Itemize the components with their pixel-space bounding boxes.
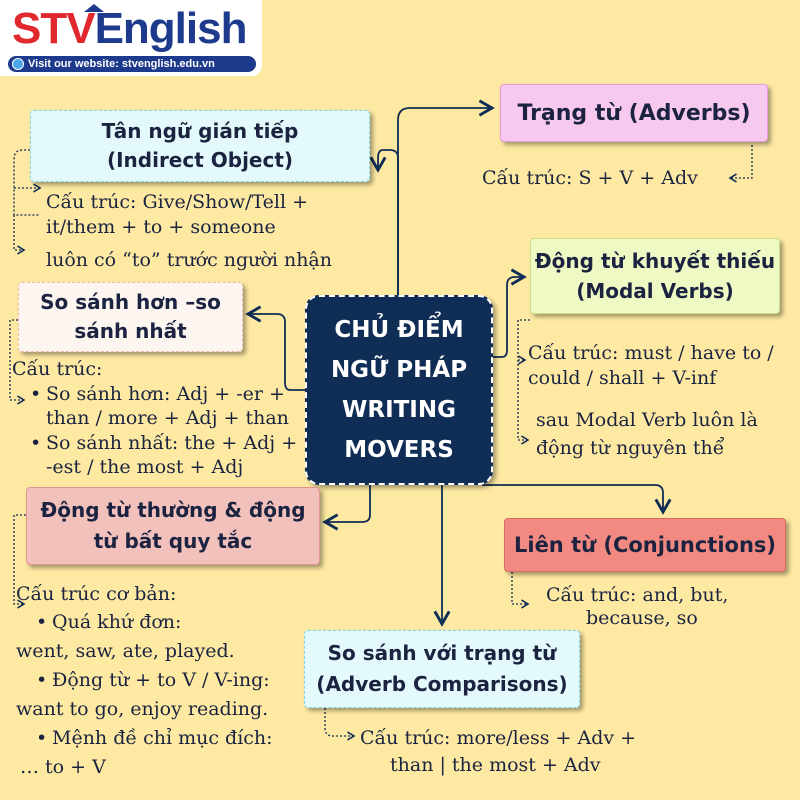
verbs-title-2: từ bất quy tắc xyxy=(93,529,253,553)
logo-website-banner: Visit our website: stvenglish.edu.vn xyxy=(8,56,256,72)
verbs-item-3a: Mệnh đề chỉ mục đích: xyxy=(36,726,273,751)
dots-verbs xyxy=(13,514,26,609)
node-indirect-object: Tân ngữ gián tiếp (Indirect Object) xyxy=(30,110,370,182)
dots-modal xyxy=(517,319,530,365)
edge-modal xyxy=(493,268,527,358)
logo-english: English xyxy=(94,4,248,53)
logo-brand: STVEnglish xyxy=(12,4,248,54)
comparison-item-2a: So sánh nhất: the + Adj + xyxy=(30,431,297,456)
node-comparison: So sánh hơn –so sánh nhất xyxy=(18,282,243,352)
graduation-cap-icon xyxy=(84,4,104,12)
indirect-object-title-1: Tân ngữ gián tiếp xyxy=(101,119,299,143)
comparison-title-1: So sánh hơn –so xyxy=(40,290,221,314)
modal-title-2: (Modal Verbs) xyxy=(576,279,734,303)
dots-comparison xyxy=(9,319,26,405)
verbs-item-2b: want to go, enjoy reading. xyxy=(16,698,269,720)
dots-conjunctions xyxy=(511,572,530,609)
central-line-3: WRITING xyxy=(341,397,456,423)
central-topic: CHỦ ĐIỂM NGỮ PHÁP WRITING MOVERS xyxy=(305,295,493,485)
central-line-2: NGỮ PHÁP xyxy=(330,357,468,383)
adverb-comparisons-title-1: So sánh với trạng từ xyxy=(327,641,557,665)
central-line-1: CHỦ ĐIỂM xyxy=(334,317,464,343)
adverb-comparisons-detail-1: Cấu trúc: more/less + Adv + xyxy=(360,727,637,749)
comparison-item-2b: -est / the most + Adj xyxy=(46,456,244,478)
verbs-item-1a: Quá khứ đơn: xyxy=(36,610,182,635)
dots-indirect xyxy=(13,149,40,216)
verbs-title-1: Động từ thường & động xyxy=(40,498,306,522)
dots-modal-2 xyxy=(517,360,530,445)
verbs-item-2a: Động từ + to V / V-ing: xyxy=(36,668,270,693)
modal-detail-3: sau Modal Verb luôn là xyxy=(536,409,758,431)
verbs-item-3b: … to + V xyxy=(20,756,106,778)
adverbs-detail: Cấu trúc: S + V + Adv xyxy=(482,167,698,189)
dots-adverbs xyxy=(728,145,753,183)
edge-indirect-object xyxy=(369,149,399,297)
edge-comparison xyxy=(245,305,305,391)
node-adverbs: Trạng từ (Adverbs) xyxy=(500,84,768,142)
node-modal: Động từ khuyết thiếu (Modal Verbs) xyxy=(530,238,780,314)
dots-indirect-2 xyxy=(13,215,26,255)
comparison-item-1a: So sánh hơn: Adj + -er + xyxy=(30,382,285,407)
adverbs-title: Trạng từ (Adverbs) xyxy=(517,100,751,126)
edge-conjunctions xyxy=(482,484,672,515)
adverb-comparisons-detail-2: than | the most + Adv xyxy=(390,754,601,776)
node-conjunctions: Liên từ (Conjunctions) xyxy=(504,518,786,572)
modal-title-1: Động từ khuyết thiếu xyxy=(534,249,776,273)
comparison-title-2: sánh nhất xyxy=(74,319,187,343)
edge-adverbs xyxy=(397,99,495,297)
globe-icon xyxy=(12,58,24,70)
stv-logo: STVEnglish Visit our website: stvenglish… xyxy=(0,0,262,76)
indirect-object-detail-1: Cấu trúc: Give/Show/Tell + xyxy=(46,191,309,213)
conjunctions-detail-1: Cấu trúc: and, but, xyxy=(546,584,729,606)
adverb-comparisons-title-2: (Adverb Comparisons) xyxy=(316,672,568,696)
node-verbs: Động từ thường & động từ bất quy tắc xyxy=(26,487,320,565)
modal-detail-2: could / shall + V-inf xyxy=(528,367,717,389)
comparison-label: Cấu trúc: xyxy=(12,358,103,380)
logo-website: Visit our website: stvenglish.edu.vn xyxy=(28,58,215,70)
modal-detail-1: Cấu trúc: must / have to / xyxy=(528,342,774,364)
indirect-object-detail-3: luôn có “to” trước người nhận xyxy=(46,249,332,271)
central-line-4: MOVERS xyxy=(344,437,454,463)
dots-adverb-comp xyxy=(324,708,356,741)
modal-detail-4: động từ nguyên thể xyxy=(536,437,725,459)
conjunctions-title: Liên từ (Conjunctions) xyxy=(513,533,777,557)
conjunctions-detail-2: because, so xyxy=(586,607,698,629)
edge-verbs xyxy=(322,485,371,531)
node-adverb-comparisons: So sánh với trạng từ (Adverb Comparisons… xyxy=(304,630,580,708)
indirect-object-title-2: (Indirect Object) xyxy=(106,148,294,172)
indirect-object-detail-2: it/them + to + someone xyxy=(46,216,276,238)
logo-stv: STV xyxy=(12,4,96,53)
verbs-item-1b: went, saw, ate, played. xyxy=(16,640,235,662)
comparison-item-1b: than / more + Adj + than xyxy=(46,407,289,429)
verbs-label: Cấu trúc cơ bản: xyxy=(16,583,177,605)
